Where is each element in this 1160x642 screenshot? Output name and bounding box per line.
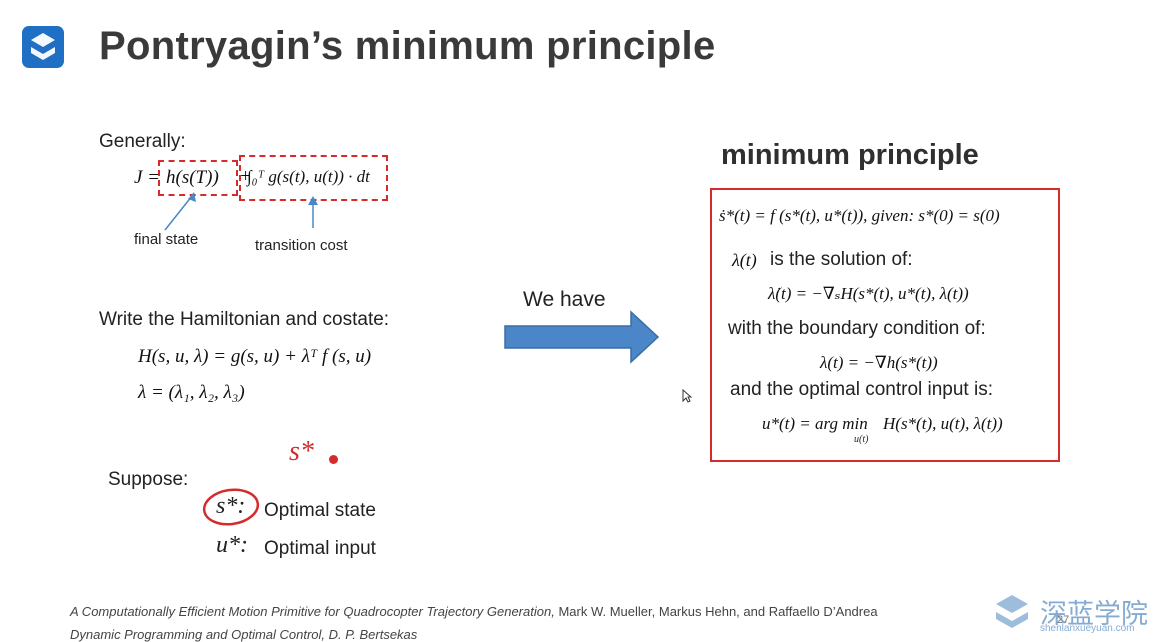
boundary-condition-label: with the boundary condition of: (728, 318, 986, 339)
app-logo (22, 26, 64, 68)
terminal-cost-box: h(s(T)) (158, 160, 238, 196)
minimum-principle-title: minimum principle (721, 139, 979, 171)
right-arrow-icon (504, 310, 660, 364)
transition-cost-pointer (308, 196, 318, 228)
terminal-cost: h(s(T)) (166, 167, 219, 188)
argmin-rhs: H(s*(t), u(t), λ(t)) (883, 414, 1003, 433)
transition-integral: ∫₀ᵀ g(s(t), u(t)) · dt (247, 167, 370, 186)
cost-plus: + (239, 166, 252, 187)
argmin-subscript: u(t) (854, 434, 869, 445)
final-state-pointer (164, 192, 196, 231)
lambda-symbol: λ(t) (732, 250, 757, 270)
page-number: 27 (1057, 614, 1070, 626)
mouse-cursor-icon (682, 389, 692, 403)
annotation-dot (329, 455, 338, 464)
cost-lhs: J = (134, 167, 161, 188)
optimal-control-label: and the optimal control input is: (730, 379, 993, 400)
state-equation: ṡ*(t) = f (s*(t), u*(t)), given: s*(0) =… (719, 206, 1000, 225)
slide-title: Pontryagin’s minimum principle (99, 24, 716, 68)
handwritten-circle (202, 488, 260, 526)
hamiltonian-label: Write the Hamiltonian and costate: (99, 309, 390, 330)
reference-authors: Mark W. Mueller, Markus Hehn, and Raffae… (558, 604, 878, 619)
final-state-label: final state (134, 231, 199, 248)
footer-reference: A Computationally Efficient Motion Primi… (70, 604, 878, 619)
costate-dynamics: λ̇(t) = −∇ₛH(s*(t), u*(t), λ(t)) (768, 284, 969, 303)
generally-label: Generally: (99, 131, 186, 152)
solution-of-label: is the solution of: (770, 249, 913, 270)
suppose-label: Suppose: (108, 469, 189, 490)
footer-reference-2: Dynamic Programming and Optimal Control,… (70, 627, 418, 642)
we-have-label: We have (523, 288, 606, 311)
boundary-equation: λ(t) = −∇h(s*(t)) (820, 353, 938, 372)
argmin-lhs: u*(t) = arg min (762, 414, 868, 433)
handwritten-note: s* (289, 436, 314, 467)
optimal-input-label: Optimal input (264, 538, 376, 559)
watermark-logo-icon (996, 595, 1028, 628)
watermark-text: 深蓝学院 (1040, 599, 1148, 630)
transition-cost-box: ∫₀ᵀ g(s(t), u(t)) · dt (239, 155, 388, 201)
principle-box: ṡ*(t) = f (s*(t), u*(t)), given: s*(0) =… (710, 188, 1060, 462)
costate-equation: λ = (λ₁, λ₂, λ₃) (138, 382, 245, 403)
reference-title: A Computationally Efficient Motion Primi… (70, 604, 555, 619)
optimal-input-symbol: u*: (216, 532, 248, 558)
logo-s-icon (31, 33, 55, 60)
optimal-state-label: Optimal state (264, 500, 376, 521)
optimal-state-symbol: s*: (216, 493, 246, 519)
watermark-url: shenlanxueyuan.com (1040, 623, 1135, 634)
transition-cost-label: transition cost (255, 237, 348, 254)
hamiltonian-equation: H(s, u, λ) = g(s, u) + λᵀ f (s, u) (138, 346, 372, 367)
